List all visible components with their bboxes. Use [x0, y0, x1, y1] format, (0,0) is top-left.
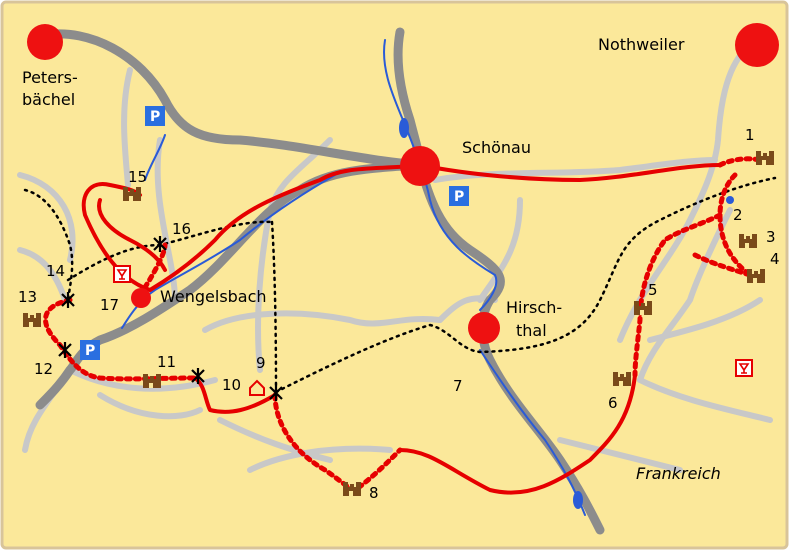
castle-ruin-icon: [739, 234, 757, 248]
point-number-label: 15: [128, 168, 147, 186]
svg-text:P: P: [150, 109, 160, 125]
point-number-label: 16: [172, 220, 191, 238]
point-number-label: 3: [766, 228, 776, 246]
town-hirschthal-label: Hirsch-: [506, 298, 562, 317]
town-hirschthal-marker: [468, 312, 500, 344]
castle-ruin-icon: [343, 482, 361, 496]
parking-icon: P: [145, 106, 165, 126]
town-petersbachel-marker: [27, 24, 63, 60]
castle-ruin-icon: [747, 269, 765, 283]
castle-ruin-icon: [143, 374, 161, 388]
pond-icon: [399, 118, 409, 138]
point-number-label: 17: [100, 296, 119, 314]
point-number-label: 10: [222, 376, 241, 394]
svg-text:P: P: [85, 343, 95, 359]
point-number-label: 6: [608, 394, 618, 412]
point-number-label: 9: [256, 354, 266, 372]
hut-icon: [249, 379, 265, 396]
pond-icon: [573, 491, 583, 509]
point-number-label: 4: [770, 250, 780, 268]
point-number-label: 5: [648, 281, 658, 299]
region-label: Frankreich: [636, 464, 721, 483]
castle-ruin-icon: [613, 372, 631, 386]
restaurant-icon: [113, 265, 131, 283]
town-schonau-label: Schönau: [462, 138, 531, 157]
castle-ruin-icon: [123, 187, 141, 201]
point-number-label: 2: [733, 206, 743, 224]
castle-ruin-icon: [634, 301, 652, 315]
town-nothweiler-marker: [735, 23, 779, 67]
castle-ruin-icon: [756, 151, 774, 165]
point-number-label: 12: [34, 360, 53, 378]
town-wengelsbach-marker: [131, 288, 151, 308]
point-number-label: 11: [157, 353, 176, 371]
town-nothweiler-label: Nothweiler: [598, 35, 685, 54]
town-wengelsbach-label: Wengelsbach: [160, 287, 267, 306]
minor-roads: [17, 47, 773, 473]
restaurant-icon: [735, 359, 753, 377]
spring-icon: [726, 196, 734, 204]
point-number-label: 7: [453, 377, 463, 395]
town-schonau-marker: [400, 146, 440, 186]
town-petersbachel-label: Peters-: [22, 68, 78, 87]
town-hirschthal-label: thal: [516, 321, 547, 340]
parking-icon: P: [449, 186, 469, 206]
parking-icon: P: [80, 340, 100, 360]
town-petersbachel-label: bächel: [22, 90, 75, 109]
castle-ruin-icon: [23, 313, 41, 327]
point-number-label: 1: [745, 126, 755, 144]
point-number-label: 14: [46, 262, 65, 280]
point-number-label: 13: [18, 288, 37, 306]
point-number-label: 8: [369, 484, 379, 502]
svg-text:P: P: [454, 189, 464, 205]
